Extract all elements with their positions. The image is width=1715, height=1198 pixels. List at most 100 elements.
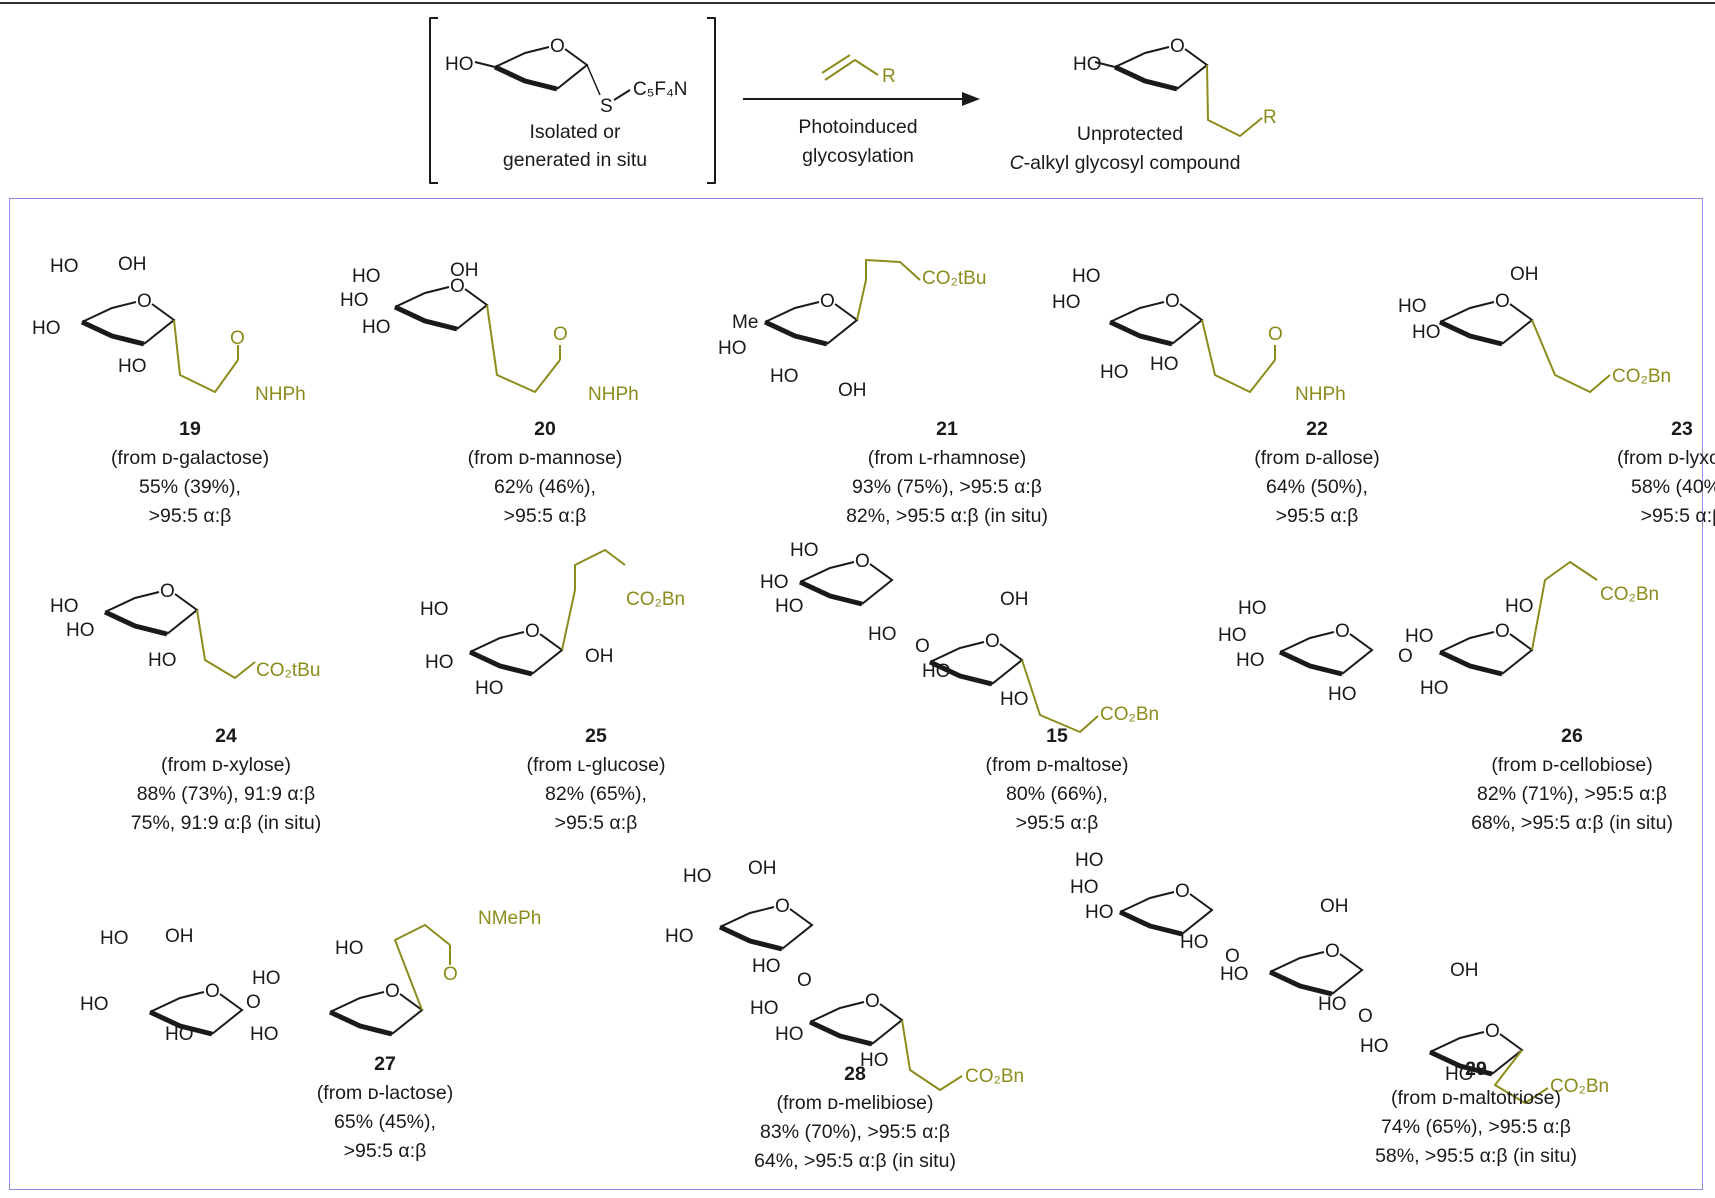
compound-yield-line: >95:5 α:β [554, 812, 638, 834]
ring-bond [799, 561, 855, 583]
compound-21-atom-label: HO [718, 338, 747, 359]
compound-20-atom-label: HO [352, 266, 381, 287]
ring-bond [929, 641, 985, 663]
ring-bond-bold [1438, 649, 1503, 677]
ring-oxygen: O [450, 276, 465, 297]
product-ho-label: HO [1073, 54, 1102, 75]
ring-bond-bold [103, 609, 168, 637]
compound-source: (from ʟ-rhamnose) [867, 447, 1027, 469]
ring-bond [469, 631, 525, 653]
compound-28-atom-label: CO₂Bn [965, 1066, 1024, 1087]
ring-bond [104, 591, 160, 613]
compound-26-atom-label: HO [1218, 625, 1247, 646]
ring-oxygen: O [1495, 291, 1510, 312]
ring-bond [1429, 1031, 1485, 1053]
compound-20-atom-label: OH [450, 260, 479, 281]
compound-20-caption: 20(from ᴅ-mannose)62% (46%),>95:5 α:β [468, 415, 623, 531]
ring-oxygen: O [1325, 941, 1340, 962]
compound-28-atom-label: HO [860, 1050, 889, 1071]
compound-21-atom-label: OH [838, 380, 867, 401]
compound-22-atom-label: O [1268, 324, 1283, 345]
compound-yield-line: 83% (70%), >95:5 α:β [760, 1121, 950, 1143]
ring-bond [1114, 46, 1170, 68]
compound-19-side-chain [173, 319, 239, 393]
compound-20-atom-label: NHPh [588, 384, 639, 405]
compound-29-atom-label: HO [1220, 964, 1249, 985]
ring-bond-bold [718, 924, 783, 952]
compound-24-ring-0: O [103, 581, 199, 637]
sm-caption-2: generated in situ [502, 149, 648, 171]
compound-15-atom-label: HO [1000, 689, 1029, 710]
ring-bond [861, 563, 894, 605]
compound-26-ring-1: O [1438, 621, 1534, 677]
compound-25-atom-label: CO₂Bn [626, 589, 685, 610]
compound-27-atom-label: O [443, 964, 458, 985]
compound-yield-line: 88% (73%), 91:9 α:β [136, 783, 316, 805]
compound-27-atom-label: HO [165, 1024, 194, 1045]
compound-26-atom-label: CO₂Bn [1600, 584, 1659, 605]
ring-bond-bold [148, 1009, 213, 1037]
right-bracket [707, 17, 716, 184]
ring-oxygen: O [865, 991, 880, 1012]
ring-oxygen: O [550, 36, 565, 57]
compound-yield-line: 82% (65%), [545, 783, 647, 805]
ring-oxygen: O [1335, 621, 1350, 642]
compound-24-side-chain [196, 609, 256, 679]
ring-bond-bold [763, 319, 828, 347]
compound-yield-line: 82%, >95:5 α:β (in situ) [846, 505, 1048, 527]
compound-28-atom-label: HO [750, 998, 779, 1019]
ring-bond-bold [393, 304, 458, 332]
compound-21-atom-label: CO₂tBu [922, 268, 986, 289]
compound-yield-line: 64%, >95:5 α:β (in situ) [754, 1150, 956, 1172]
ring-bond-bold [1428, 1049, 1493, 1077]
compound-28-atom-label: HO [683, 866, 712, 887]
compound-number: 28 [844, 1063, 866, 1085]
compound-15-side-chain [1021, 659, 1099, 733]
ring-oxygen: O [1170, 36, 1185, 57]
compound-yield-line: 65% (45%), [334, 1111, 436, 1133]
compound-19-atom-label: HO [50, 256, 79, 277]
compound-24-atom-label: HO [148, 650, 177, 671]
compound-15-caption: 15(from ᴅ-maltose)80% (66%),>95:5 α:β [986, 722, 1129, 838]
ring-oxygen: O [385, 981, 400, 1002]
compound-source: (from ᴅ-lactose) [316, 1082, 454, 1104]
ring-bond-bold [1278, 649, 1343, 677]
compound-25-atom-label: OH [585, 646, 614, 667]
bond [474, 61, 496, 68]
compound-yield-line: 74% (65%), >95:5 α:β [1381, 1116, 1571, 1138]
condition-2: glycosylation [802, 145, 914, 167]
compound-25-side-chain [561, 549, 626, 651]
compound-20-atom-label: O [553, 324, 568, 345]
ring-bond-bold [1118, 909, 1183, 937]
compound-27-atom-label: HO [100, 928, 129, 949]
compound-number: 21 [936, 418, 958, 440]
ring-oxygen: O [205, 981, 220, 1002]
ring-bond-bold [1268, 969, 1333, 997]
ring-bond [719, 906, 775, 928]
compound-source: (from ᴅ-maltose) [985, 754, 1129, 776]
compound-29-atom-label: CO₂Bn [1550, 1076, 1609, 1097]
compound-28-atom-label: HO [665, 926, 694, 947]
compound-number: 23 [1671, 418, 1693, 440]
product-r-label: R [1263, 107, 1277, 128]
compound-number: 20 [534, 418, 556, 440]
compound-23-atom-label: HO [1398, 296, 1427, 317]
compound-number: 24 [215, 725, 237, 747]
compound-21-atom-label: Me [732, 312, 758, 333]
compound-29-atom-label: O [1225, 946, 1240, 967]
compound-19-atom-label: NHPh [255, 384, 306, 405]
ring-bond [809, 1001, 865, 1023]
compound-19-ring-0: O [80, 291, 176, 347]
bond [1094, 61, 1116, 68]
ring-oxygen: O [137, 291, 152, 312]
compound-19-atom-label: O [230, 328, 245, 349]
product-chain [1206, 64, 1263, 137]
compound-25-ring-0: O [468, 621, 564, 677]
compound-23-ring-0: O [1438, 291, 1534, 347]
compound-19-atom-label: HO [118, 356, 147, 377]
alkene [824, 59, 879, 81]
compound-23-atom-label: HO [1412, 322, 1441, 343]
